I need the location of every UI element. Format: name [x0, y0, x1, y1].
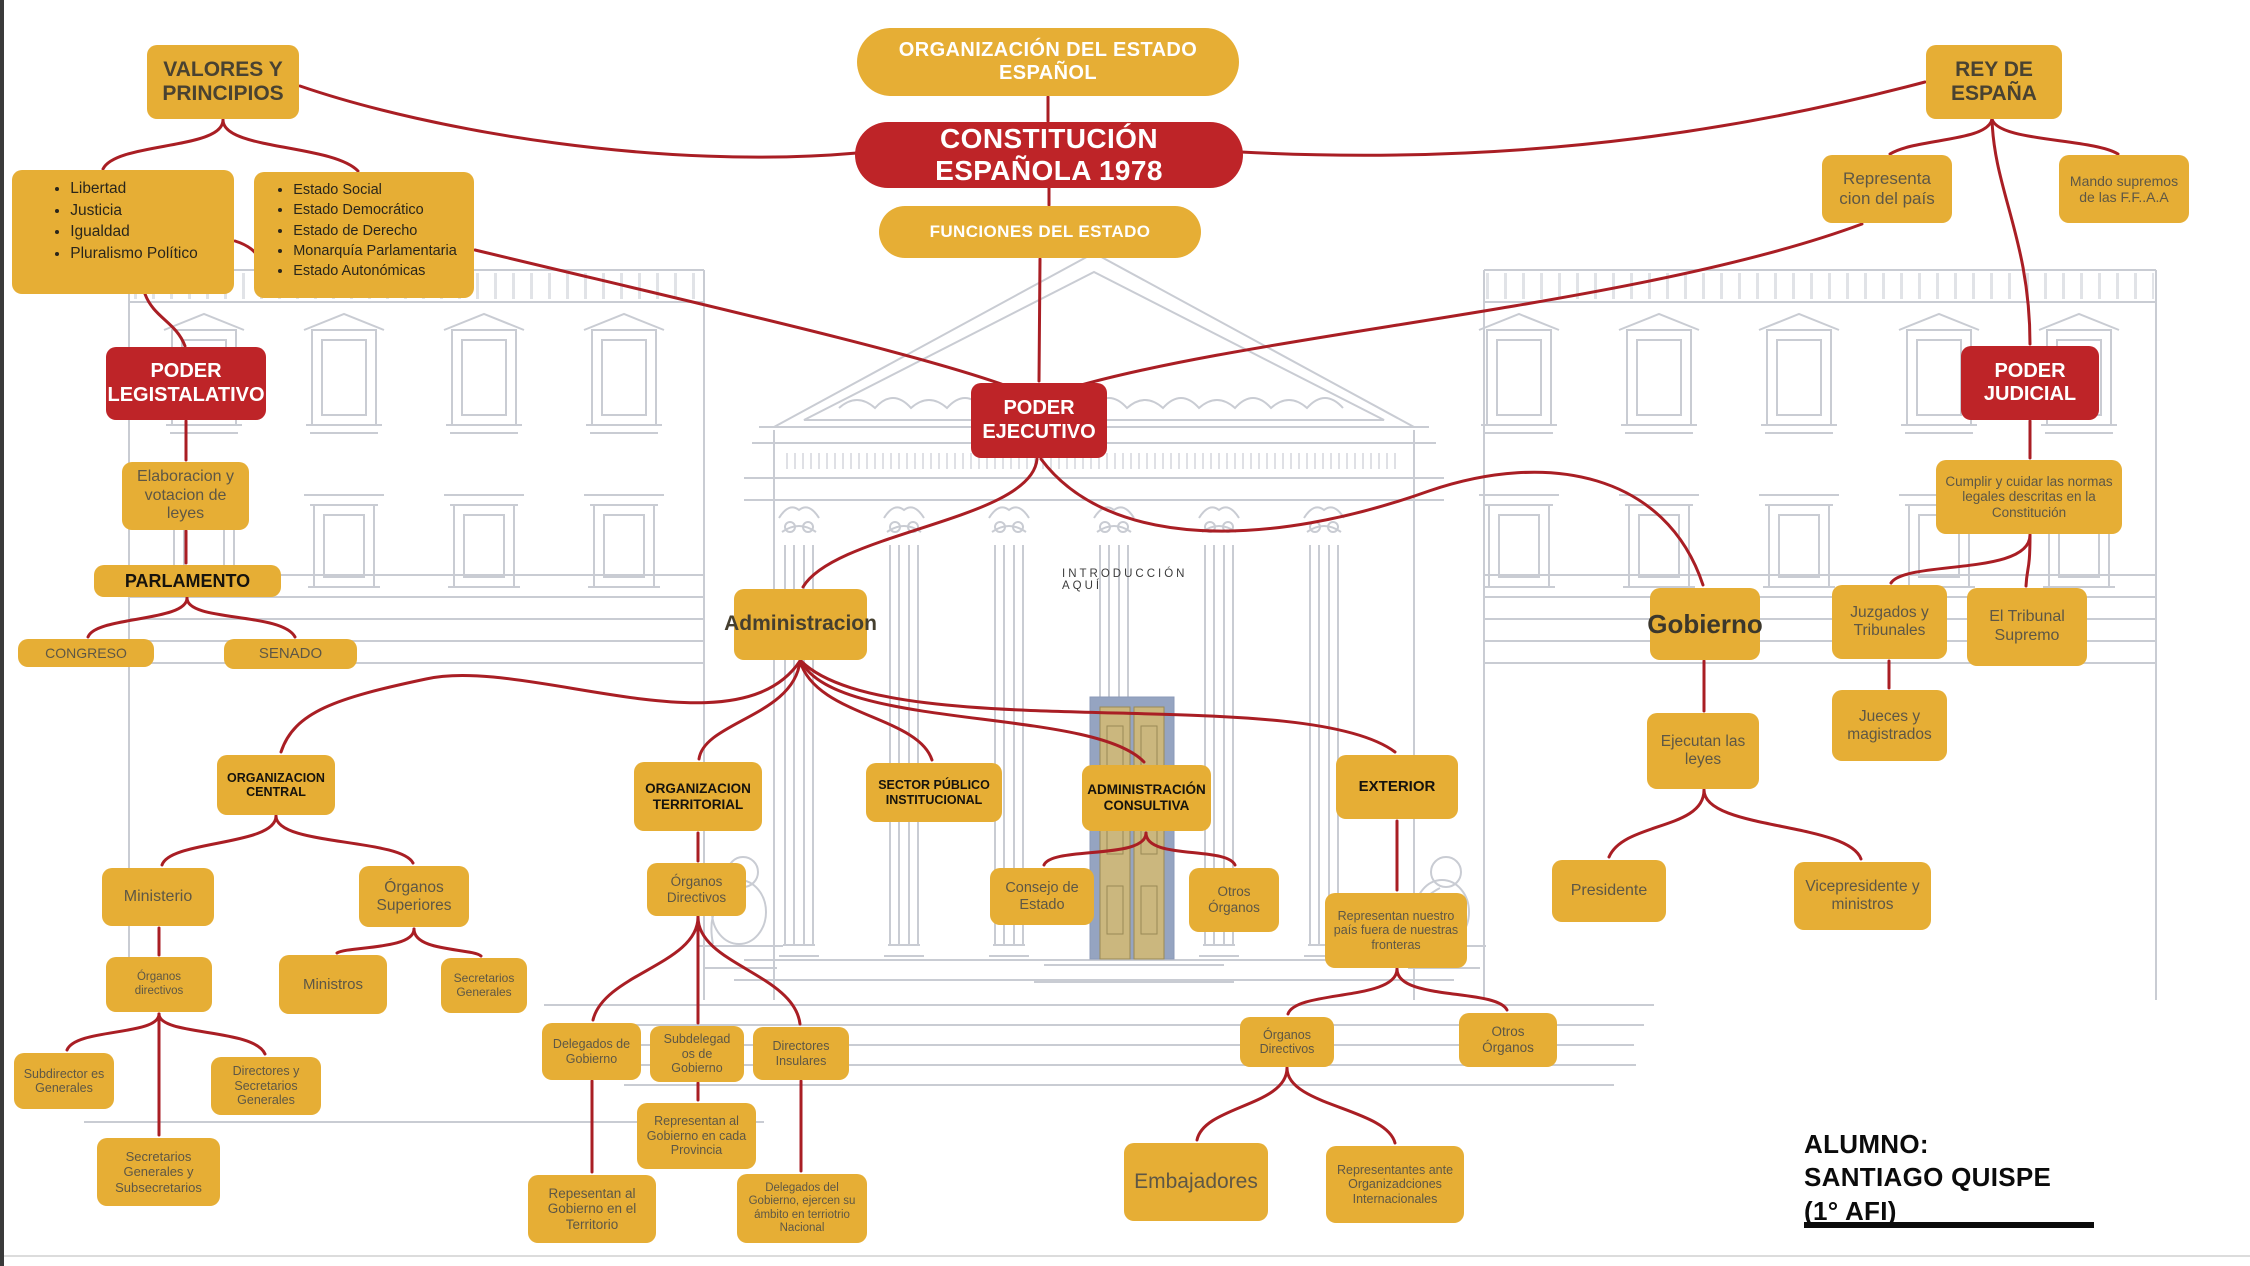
introduccion-placeholder-text: INTRODUCCIÓN AQUÍ [1062, 568, 1188, 592]
node-subdelegados-gobierno: Subdelegad os de Gobierno [650, 1026, 744, 1082]
node-secretarios-generales: Secretarios Generales [441, 958, 527, 1013]
node-otros-organos-consultiva: Otros Órganos [1189, 868, 1279, 932]
node-sector-publico-institucional: SECTOR PÚBLICO INSTITUCIONAL [866, 763, 1002, 822]
node-mando-supremo-ffaa: Mando supremos de las F.F..A.A [2059, 155, 2189, 223]
node-elaboracion-leyes: Elaboracion y votacion de leyes [122, 462, 249, 530]
valores-items: LibertadJusticiaIgualdadPluralismo Polít… [44, 178, 198, 265]
node-ejecutan-leyes: Ejecutan las leyes [1647, 713, 1759, 789]
node-representan-provincia: Representan al Gobierno en cada Provinci… [637, 1103, 756, 1169]
node-exterior: EXTERIOR [1336, 755, 1458, 819]
node-principios-list: Estado SocialEstado DemocráticoEstado de… [254, 172, 474, 298]
node-delegados-ambito-nacional: Delegados del Gobierno, ejercen su ámbit… [737, 1174, 867, 1243]
node-consejo-estado: Consejo de Estado [990, 868, 1094, 925]
node-organizacion-territorial: ORGANIZACION TERRITORIAL [634, 762, 762, 831]
node-jueces-magistrados: Jueces y magistrados [1832, 690, 1947, 761]
node-poder-judicial: PODER JUDICIAL [1961, 346, 2099, 420]
node-representantes-internacionales: Representantes ante Organizadciones Inte… [1326, 1146, 1464, 1223]
node-vicepresidente-ministros: Vicepresidente y ministros [1794, 862, 1931, 930]
node-rey-espana: REY DE ESPAÑA [1926, 45, 2062, 119]
list-item: Estado de Derecho [293, 221, 457, 241]
node-organos-directivos-territorial: Órganos Directivos [647, 863, 746, 916]
node-gobierno: Gobierno [1647, 588, 1763, 660]
node-juzgados-tribunales: Juzgados y Tribunales [1832, 585, 1947, 659]
principios-items: Estado SocialEstado DemocráticoEstado de… [267, 180, 457, 281]
student-signature: ALUMNO: SANTIAGO QUISPE (1° AFI) [1804, 1128, 2051, 1228]
list-item: Monarquía Parlamentaria [293, 241, 457, 261]
node-representacion-pais: Representa cion del país [1822, 155, 1952, 223]
node-cumplir-normas: Cumplir y cuidar las normas legales desc… [1936, 460, 2122, 534]
node-organos-directivos-exterior: Órganos Directivos [1240, 1017, 1334, 1067]
alumno-name: SANTIAGO QUISPE [1804, 1162, 2052, 1193]
node-congreso: CONGRESO [18, 639, 154, 667]
node-organizacion-central: ORGANIZACION CENTRAL [217, 755, 335, 815]
list-item: Libertad [70, 178, 198, 200]
list-item: Estado Social [293, 180, 457, 200]
node-secretarios-subsecretarios: Secretarios Generales y Subsecretarios [97, 1138, 220, 1206]
node-otros-organos-exterior: Otros Órganos [1459, 1013, 1557, 1067]
list-item: Estado Autonómicas [293, 261, 457, 281]
node-organos-superiores: Órganos Superiores [359, 866, 469, 927]
list-item: Justicia [70, 200, 198, 222]
node-delegados-gobierno: Delegados de Gobierno [542, 1023, 641, 1080]
node-valores-list: LibertadJusticiaIgualdadPluralismo Polít… [12, 170, 234, 294]
node-valores-principios: VALORES Y PRINCIPIOS [147, 45, 299, 119]
node-poder-ejecutivo: PODER EJECUTIVO [971, 383, 1107, 458]
node-senado: SENADO [224, 639, 357, 669]
alumno-label: ALUMNO: [1804, 1129, 1929, 1159]
node-poder-legislativo: PODER LEGISTALATIVO [106, 347, 266, 420]
node-tribunal-supremo: El Tribunal Supremo [1967, 588, 2087, 666]
node-organos-directivos-central: Órganos directivos [106, 957, 212, 1012]
list-item: Estado Democrático [293, 200, 457, 220]
node-representan-territorio: Repesentan al Gobierno en el Territorio [528, 1175, 656, 1243]
node-administracion-consultiva: ADMINISTRACIÓN CONSULTIVA [1082, 765, 1211, 831]
list-item: Pluralismo Político [70, 243, 198, 265]
node-administracion: Administracion [724, 589, 877, 660]
node-ministerio: Ministerio [102, 868, 214, 926]
node-ministros: Ministros [279, 955, 387, 1014]
list-item: Igualdad [70, 221, 198, 243]
signature-underline [1804, 1222, 2094, 1228]
node-directores-insulares: Directores Insulares [753, 1027, 849, 1080]
node-constitucion-1978: CONSTITUCIÓN ESPAÑOLA 1978 [855, 122, 1243, 188]
node-parlamento: PARLAMENTO [94, 565, 281, 597]
node-representan-pais-fuera: Representan nuestro país fuera de nuestr… [1325, 893, 1467, 968]
alumno-group: (1° AFI) [1804, 1195, 1897, 1226]
node-subdirectores-generales: Subdirector es Generales [14, 1053, 114, 1109]
node-presidente: Presidente [1552, 860, 1666, 922]
node-embajadores: Embajadores [1124, 1143, 1268, 1221]
node-funciones-estado: FUNCIONES DEL ESTADO [879, 206, 1201, 258]
node-directores-secretarios-generales: Directores y Secretarios Generales [211, 1057, 321, 1115]
node-organizacion-estado: ORGANIZACIÓN DEL ESTADO ESPAÑOL [857, 28, 1239, 96]
